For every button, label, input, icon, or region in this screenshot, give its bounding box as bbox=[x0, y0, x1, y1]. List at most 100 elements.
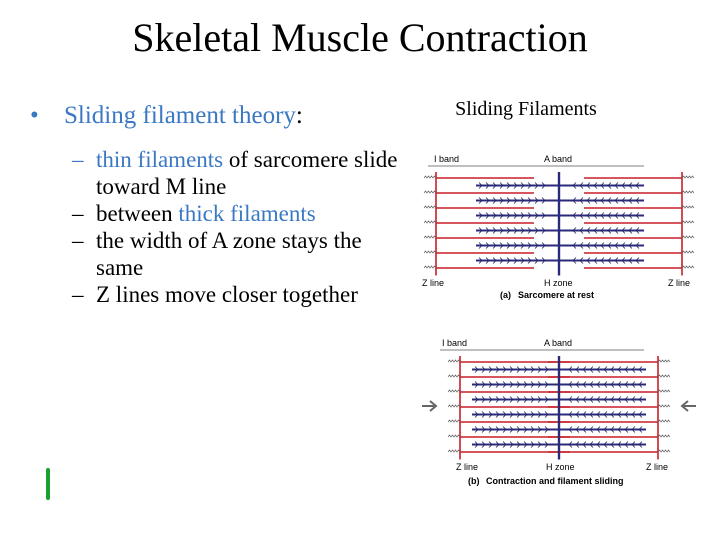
myosin-head bbox=[586, 230, 591, 234]
myosin-head bbox=[513, 227, 518, 231]
myosin-head bbox=[575, 441, 580, 445]
myosin-head bbox=[596, 384, 601, 388]
myosin-head bbox=[474, 369, 479, 373]
myosin-head bbox=[520, 230, 525, 234]
titin-wave bbox=[423, 235, 437, 239]
myosin-head bbox=[638, 429, 643, 433]
caption-a-letter: (a) bbox=[500, 290, 511, 300]
myosin-head bbox=[628, 242, 633, 246]
myosin-head bbox=[568, 441, 573, 445]
myosin-head bbox=[506, 242, 511, 246]
myosin-head bbox=[579, 212, 584, 216]
z-line-left-label: Z line bbox=[456, 462, 478, 472]
myosin-head bbox=[579, 257, 584, 261]
myosin-head bbox=[582, 411, 587, 415]
myosin-head bbox=[481, 384, 486, 388]
myosin-head bbox=[509, 444, 514, 448]
myosin-head bbox=[485, 182, 490, 186]
myosin-head bbox=[579, 242, 584, 246]
h-zone-label: H zone bbox=[544, 278, 573, 288]
myosin-head bbox=[607, 197, 612, 201]
myosin-head bbox=[541, 197, 546, 201]
myosin-head bbox=[516, 396, 521, 400]
myosin-head bbox=[495, 426, 500, 430]
myosin-head bbox=[624, 429, 629, 433]
caption-a: Sarcomere at rest bbox=[518, 290, 594, 300]
bullet-dot: • bbox=[30, 102, 39, 129]
myosin-head bbox=[537, 381, 542, 385]
myosin-head bbox=[575, 426, 580, 430]
myosin-head bbox=[586, 197, 591, 201]
myosin-head bbox=[635, 197, 640, 201]
myosin-head bbox=[523, 414, 528, 418]
myosin-head bbox=[589, 411, 594, 415]
myosin-head bbox=[530, 441, 535, 445]
myosin-head bbox=[516, 369, 521, 373]
myosin-head bbox=[534, 197, 539, 201]
myosin-head bbox=[478, 242, 483, 246]
myosin-head bbox=[568, 396, 573, 400]
myosin-head bbox=[520, 200, 525, 204]
myosin-head bbox=[582, 366, 587, 370]
myosin-head bbox=[485, 242, 490, 246]
myosin-head bbox=[481, 381, 486, 385]
myosin-head bbox=[492, 185, 497, 189]
myosin-head bbox=[544, 429, 549, 433]
myosin-head bbox=[544, 396, 549, 400]
myosin-head bbox=[478, 245, 483, 249]
titin-wave bbox=[423, 175, 437, 179]
myosin-head bbox=[506, 227, 511, 231]
bullet-highlight: Sliding filament theory bbox=[64, 102, 296, 129]
myosin-head bbox=[523, 369, 528, 373]
myosin-head bbox=[520, 242, 525, 246]
myosin-head bbox=[607, 215, 612, 219]
sub4-text: Z lines move closer together bbox=[96, 282, 358, 307]
myosin-head bbox=[586, 215, 591, 219]
myosin-head bbox=[593, 230, 598, 234]
myosin-head bbox=[610, 399, 615, 403]
myosin-head bbox=[506, 185, 511, 189]
titin-wave bbox=[681, 205, 695, 209]
myosin-head bbox=[568, 384, 573, 388]
myosin-head bbox=[541, 245, 546, 249]
myosin-head bbox=[499, 215, 504, 219]
myosin-head bbox=[534, 212, 539, 216]
myosin-head bbox=[506, 212, 511, 216]
myosin-head bbox=[614, 227, 619, 231]
h-zone-label: H zone bbox=[546, 462, 575, 472]
myosin-head bbox=[582, 414, 587, 418]
myosin-head bbox=[541, 230, 546, 234]
myosin-head bbox=[607, 257, 612, 261]
myosin-head bbox=[488, 381, 493, 385]
myosin-head bbox=[499, 245, 504, 249]
myosin-head bbox=[485, 200, 490, 204]
myosin-head bbox=[628, 182, 633, 186]
accent-bar bbox=[46, 468, 50, 500]
myosin-head bbox=[631, 381, 636, 385]
myosin-head bbox=[600, 230, 605, 234]
myosin-head bbox=[478, 230, 483, 234]
myosin-head bbox=[614, 215, 619, 219]
myosin-head bbox=[638, 381, 643, 385]
myosin-head bbox=[579, 182, 584, 186]
myosin-head bbox=[621, 182, 626, 186]
myosin-head bbox=[502, 381, 507, 385]
titin-wave bbox=[447, 359, 461, 363]
myosin-head bbox=[492, 242, 497, 246]
myosin-head bbox=[582, 426, 587, 430]
myosin-head bbox=[614, 242, 619, 246]
myosin-head bbox=[610, 429, 615, 433]
titin-wave bbox=[447, 374, 461, 378]
myosin-head bbox=[488, 366, 493, 370]
myosin-head bbox=[516, 384, 521, 388]
myosin-head bbox=[589, 441, 594, 445]
myosin-head bbox=[481, 414, 486, 418]
myosin-head bbox=[572, 197, 577, 201]
myosin-head bbox=[579, 260, 584, 264]
myosin-head bbox=[516, 399, 521, 403]
myosin-head bbox=[527, 257, 532, 261]
myosin-head bbox=[589, 381, 594, 385]
myosin-head bbox=[499, 260, 504, 264]
myosin-head bbox=[541, 212, 546, 216]
myosin-head bbox=[628, 215, 633, 219]
